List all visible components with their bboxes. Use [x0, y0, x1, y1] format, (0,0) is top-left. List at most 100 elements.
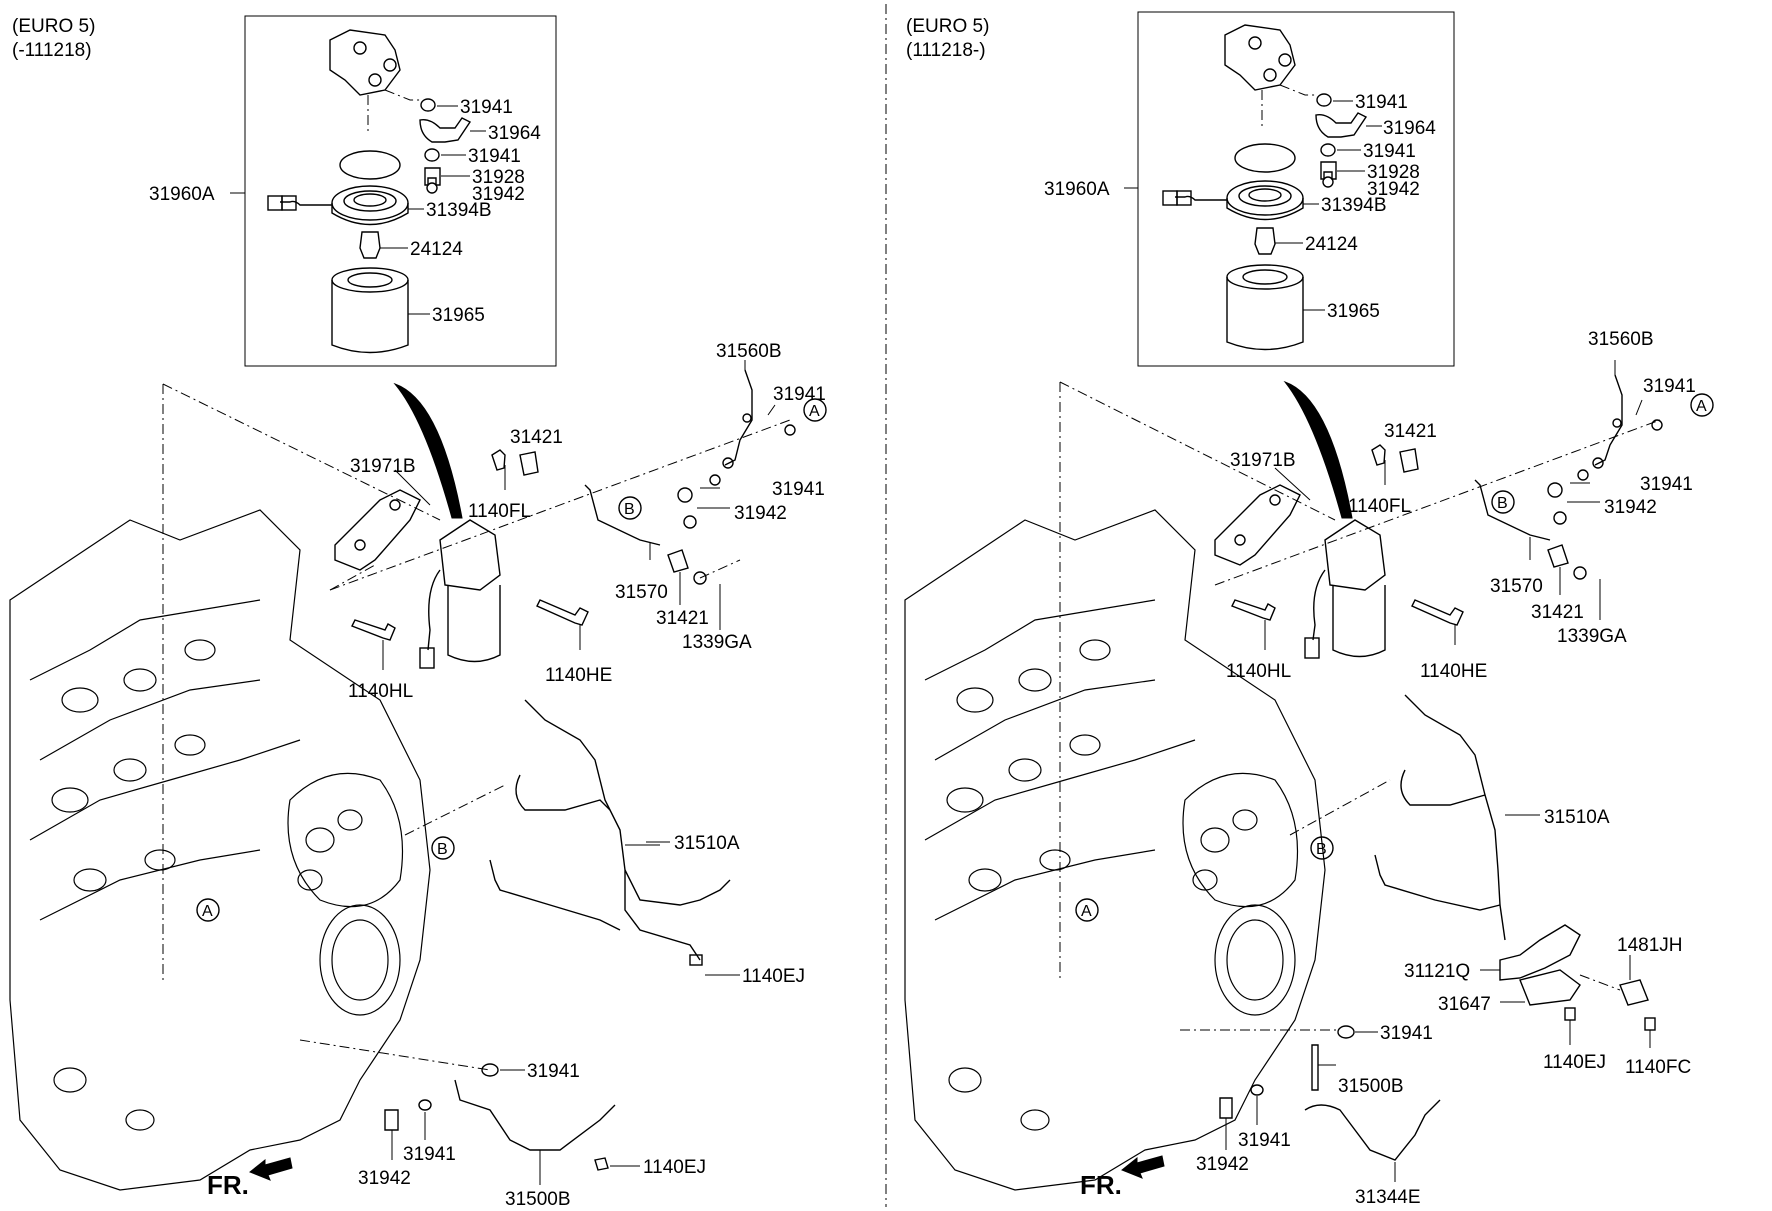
left-label-31941-f: 31941: [403, 1144, 456, 1165]
right-hose-31344E: [1304, 1099, 1441, 1161]
right-label-31121Q: 31121Q: [1404, 961, 1470, 982]
right-label-31941-a: 31941: [1355, 92, 1408, 113]
left-label-31560B: 31560B: [716, 341, 782, 362]
right-pipe-31560B: [1594, 374, 1623, 466]
left-label-31421-a: 31421: [510, 427, 563, 448]
right-label-31971B: 31971B: [1230, 450, 1296, 471]
right-bracket-31647: [1519, 969, 1581, 1006]
right-banjo-31964: [1315, 112, 1368, 138]
right-connector-31121Q: [1499, 924, 1581, 981]
right-bolt-1140HE: [1411, 599, 1464, 626]
right-label-31647: 31647: [1438, 994, 1491, 1015]
left-bolt-1140FL: [491, 449, 506, 471]
left-label-31960A: 31960A: [149, 184, 215, 205]
right-label-31942-a: 31942: [1367, 179, 1420, 200]
right-front-indicator: FR.: [1080, 1170, 1122, 1200]
right-label-31942-b: 31942: [1604, 497, 1657, 518]
left-engine-block: [9, 383, 441, 1191]
right-label-31941-d: 31941: [1640, 474, 1693, 495]
right-filter-cartridge-31965: [1226, 264, 1304, 351]
right-label-31941-c: 31941: [1643, 376, 1696, 397]
left-label-31941-c: 31941: [773, 384, 826, 405]
right-label-1140HE: 1140HE: [1420, 661, 1487, 682]
right-filter-inset-box: [1137, 11, 1455, 367]
left-label-31964: 31964: [488, 123, 541, 144]
right-callout-B-bottom: B: [1316, 841, 1327, 858]
right-engine-block: [904, 381, 1336, 1191]
right-panel: (EURO 5) (111218-): [904, 11, 1714, 1208]
right-valve-24124: [1254, 227, 1276, 255]
left-label-31500B: 31500B: [505, 1189, 571, 1210]
right-washer-2: [1320, 143, 1336, 157]
left-plug-31942: [426, 182, 438, 194]
right-label-31941-f: 31941: [1238, 1130, 1291, 1151]
right-label-1140EJ: 1140EJ: [1543, 1052, 1606, 1073]
right-label-31344E: 31344E: [1355, 1187, 1421, 1208]
right-fuel-lines-31510A: [1289, 694, 1540, 941]
right-pointer-wedge: [1283, 380, 1353, 519]
left-front-indicator: FR.: [207, 1170, 249, 1200]
left-label-31941-d: 31941: [772, 479, 825, 500]
left-panel: (EURO 5) (-111218): [9, 15, 827, 1210]
right-label-31942-c: 31942: [1196, 1154, 1249, 1175]
right-label-31421-a: 31421: [1384, 421, 1437, 442]
left-label-31928: 31928: [472, 167, 525, 188]
left-label-31570: 31570: [615, 582, 668, 603]
left-label-1140FL: 1140FL: [468, 501, 531, 522]
right-bracket-31971B: [1214, 484, 1301, 566]
left-label-24124: 24124: [410, 239, 463, 260]
right-label-31965: 31965: [1327, 301, 1380, 322]
right-callout-A-bottom: A: [1081, 903, 1092, 920]
right-label-31500B: 31500B: [1338, 1076, 1404, 1097]
left-front-arrow: [249, 1157, 293, 1181]
left-heater-31394B: [267, 185, 409, 226]
right-label-31960A: 31960A: [1044, 179, 1110, 200]
left-header-line2: (-111218): [12, 40, 92, 61]
right-label-31560B: 31560B: [1588, 329, 1654, 350]
right-filter-head: [1224, 24, 1315, 130]
right-o-ring: [1234, 143, 1296, 173]
right-label-31570: 31570: [1490, 576, 1543, 597]
left-o-ring: [339, 150, 401, 180]
left-header-line1: (EURO 5): [12, 16, 95, 37]
left-bolt-1140HL: [351, 619, 396, 641]
right-label-24124: 24124: [1305, 234, 1358, 255]
left-pipe-31500B: [454, 1079, 616, 1151]
right-header-line1: (EURO 5): [906, 16, 989, 37]
right-bolt-1140FC: [1644, 1017, 1656, 1031]
right-clamp-1481JH: [1619, 979, 1649, 1006]
left-banjo-31964: [419, 117, 472, 143]
left-label-31941-b: 31941: [468, 146, 521, 167]
left-label-1140EJ-a: 1140EJ: [742, 966, 805, 987]
right-front-arrow: [1121, 1155, 1165, 1179]
right-pipe-31500B: [1311, 1044, 1319, 1091]
left-label-1140HL: 1140HL: [348, 681, 413, 702]
right-label-31421-b: 31421: [1531, 602, 1584, 623]
right-label-31941-b: 31941: [1363, 141, 1416, 162]
left-label-31942-a: 31942: [472, 184, 525, 205]
left-valve-24124: [359, 231, 381, 259]
right-filter-assembly: [1304, 519, 1386, 659]
left-label-31394B: 31394B: [426, 200, 492, 221]
left-label-31942-c: 31942: [358, 1168, 411, 1189]
left-filter-inset-box: [244, 15, 557, 367]
left-label-1339GA: 1339GA: [682, 632, 752, 653]
left-callout-B-bottom: B: [437, 841, 448, 858]
right-nut-1339GA: [1573, 566, 1587, 580]
right-clip-31421b: [1547, 544, 1569, 568]
left-clip-31421b: [667, 549, 689, 573]
right-bolt-1140EJ: [1564, 1007, 1576, 1021]
right-callout-A-top: A: [1696, 398, 1707, 415]
right-label-1140FL: 1140FL: [1348, 496, 1411, 517]
left-label-31941-e: 31941: [527, 1061, 580, 1082]
left-clip-31421a: [519, 451, 539, 476]
right-callout-B-top: B: [1497, 495, 1508, 512]
left-washer-1: [420, 98, 436, 112]
right-heater-31394B: [1162, 180, 1304, 221]
right-label-31964: 31964: [1383, 118, 1436, 139]
left-label-31941-a: 31941: [460, 97, 513, 118]
right-bolt-1140FL: [1371, 444, 1386, 466]
left-label-31971B: 31971B: [350, 456, 416, 477]
left-pipe-31570: [584, 484, 661, 546]
